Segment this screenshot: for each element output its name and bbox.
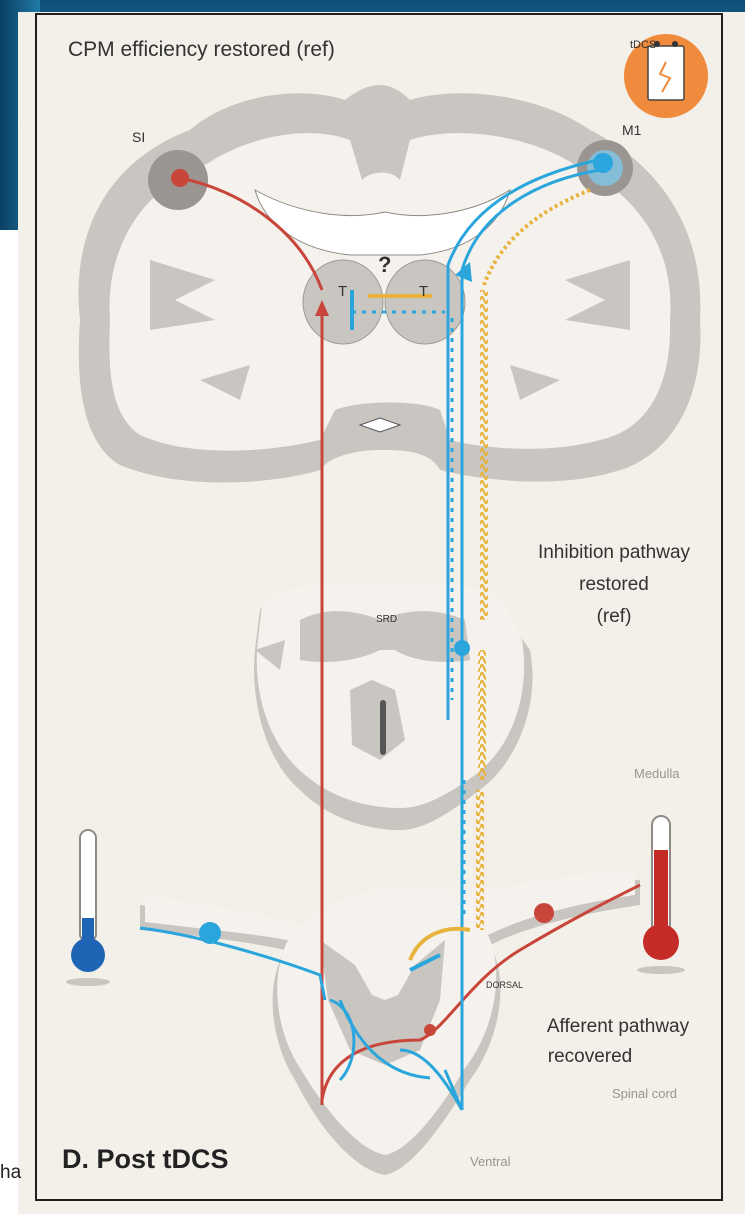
m1-node [593,153,613,173]
afferent-ganglion [534,903,554,923]
srd-label: SRD [376,614,397,625]
medulla-label: Medulla [634,766,680,781]
ventral-label: Ventral [470,1154,511,1169]
s1-node [171,169,189,187]
m1-label: M1 [622,122,642,138]
dorsal-label: DORSAL [486,980,523,990]
cold-ganglion [199,922,221,944]
medulla-canal [380,700,386,755]
s1-label: SI [132,129,145,145]
tdcs-label: tDCS [630,39,656,51]
modulation-descending [480,290,488,620]
afferent-synapse [424,1024,436,1036]
inhibition-label-3: (ref) [597,606,632,627]
inhibition-label-2: restored [579,574,649,595]
thalamus-left-label: T [338,283,347,300]
brain-section [78,85,700,483]
spinal-cord-label: Spinal cord [612,1086,677,1101]
cropped-side-text: ha [0,1162,21,1184]
modulation-medulla [478,650,486,780]
inhibition-label-1: Inhibition pathway [538,542,691,563]
tdcs-device-icon [648,46,684,100]
electrode-right [672,41,678,47]
hot-thermometer-icon [637,816,685,974]
afferent-label-1: Afferent pathway [547,1016,690,1037]
cold-thermometer-icon [66,830,110,986]
panel-label: D. Post tDCS [62,1144,229,1174]
thalamus-right-label: T [419,283,428,300]
afferent-label-2: recovered [548,1046,633,1067]
question-mark: ? [378,252,391,277]
srd-node [454,640,470,656]
figure-title: CPM efficiency restored (ref) [68,38,335,61]
modulation-spinal [476,790,484,930]
